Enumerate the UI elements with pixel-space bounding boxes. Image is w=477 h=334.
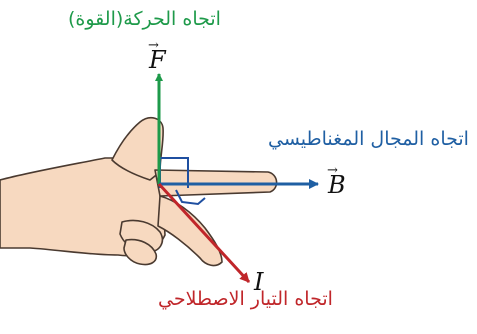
- hand-middle-finger: [157, 195, 223, 267]
- current-symbol-letter: I: [254, 268, 264, 296]
- force-symbol: → F: [148, 39, 166, 74]
- force-symbol-letter: F: [149, 46, 166, 74]
- right-angle-marker-field-current: [175, 189, 206, 206]
- hand-thumb: [111, 116, 164, 181]
- hand-little-finger: [123, 238, 158, 266]
- field-vector-arrow-glyph: →: [327, 163, 338, 178]
- field-direction-label: اتجاه المجال المغناطيسي: [268, 128, 469, 150]
- hand-illustration: [0, 116, 278, 267]
- force-direction-label: اتجاه الحركة(القوة): [68, 8, 221, 30]
- current-direction-label: اتجاه التيار الاصطلاحي: [158, 288, 333, 310]
- current-symbol: I: [254, 270, 263, 294]
- field-symbol: → B: [327, 164, 346, 199]
- force-vector-arrow-glyph: →: [148, 38, 159, 53]
- field-symbol-letter: B: [328, 171, 346, 199]
- current-vector: [157, 182, 251, 284]
